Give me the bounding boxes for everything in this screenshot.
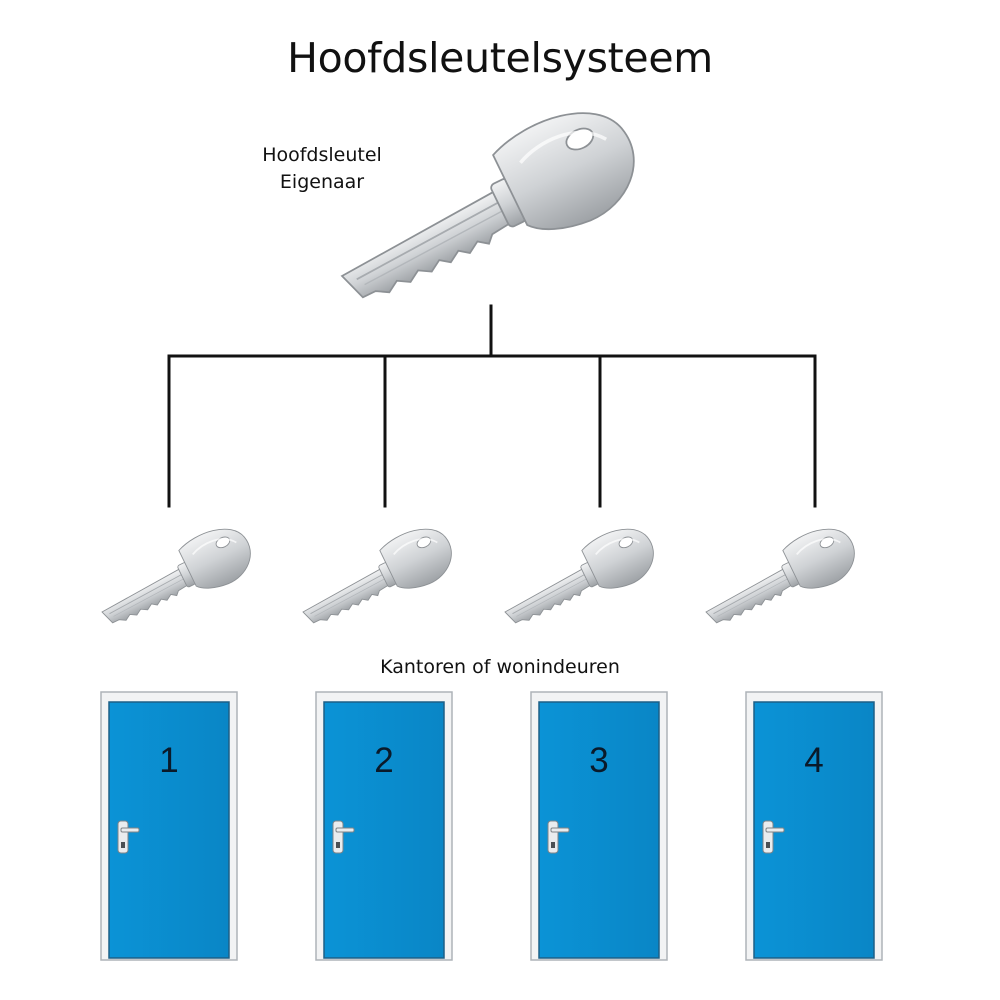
owner-key-label-line2: Eigenaar — [279, 171, 365, 193]
doors-caption: Kantoren of wonindeuren — [380, 656, 620, 678]
door-number-3: 3 — [589, 741, 608, 780]
door-number-4: 4 — [804, 741, 823, 780]
owner-key-label-line1: Hoofdsleutel — [262, 144, 382, 166]
door-2: 2 — [315, 691, 453, 961]
page-title: Hoofdsleutelsysteem — [287, 34, 713, 82]
door-1: 1 — [100, 691, 238, 961]
key-icon-1 — [89, 516, 262, 640]
door-number-1: 1 — [159, 741, 178, 780]
door-number-2: 2 — [374, 741, 393, 780]
owner-key-label: Hoofdsleutel Eigenaar — [232, 142, 412, 196]
key-icon-2 — [290, 516, 463, 640]
master-key-icon — [317, 88, 656, 331]
key-icon-4 — [693, 516, 866, 640]
key-icon-3 — [492, 516, 665, 640]
door-3: 3 — [530, 691, 668, 961]
connector-tree — [167, 304, 817, 508]
door-4: 4 — [745, 691, 883, 961]
